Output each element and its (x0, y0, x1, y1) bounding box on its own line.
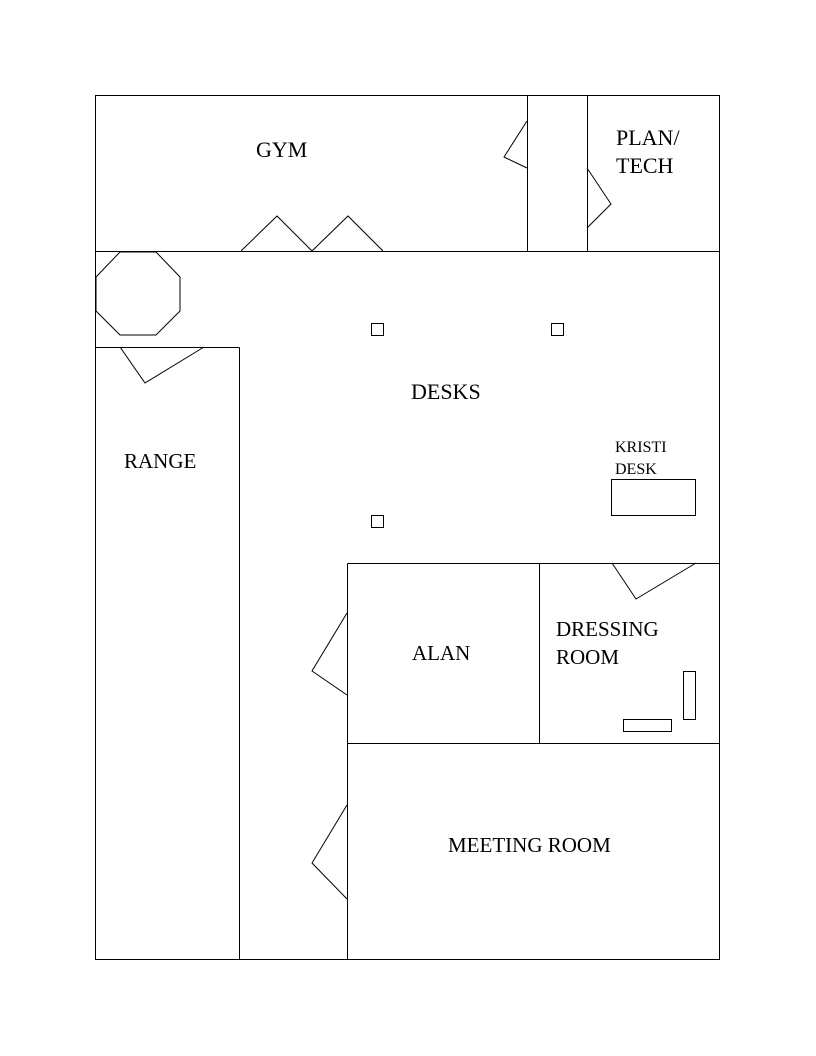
range-door (119, 346, 205, 384)
meeting-room-door (311, 804, 348, 900)
alan-door (311, 612, 348, 696)
desks-label: DESKS (411, 379, 481, 404)
plan-tech-label-line2: TECH (616, 153, 674, 178)
dressing-room-door (611, 562, 697, 600)
meeting-room-label: MEETING ROOM (448, 833, 611, 857)
plan-tech-door (586, 167, 612, 229)
octagon-fixture (95, 251, 181, 336)
dressing-room-label-line2: ROOM (556, 645, 619, 669)
gym-door-left (240, 215, 313, 252)
column-3 (371, 515, 384, 528)
dressing-room-bench-horizontal (623, 719, 672, 732)
kristi-desk-label-line2: DESK (615, 461, 657, 478)
building-outline (95, 95, 720, 960)
range-label: RANGE (124, 449, 196, 473)
dressing-room-bench-vertical (683, 671, 696, 720)
gym-east-door (503, 120, 528, 169)
dressing-room-label-line1: DRESSING (556, 617, 659, 641)
plan-tech-label-line1: PLAN/ (616, 125, 680, 150)
column-2 (551, 323, 564, 336)
gym-door-right (311, 215, 384, 252)
kristi-desk (611, 479, 696, 516)
alan-label: ALAN (412, 641, 470, 665)
column-1 (371, 323, 384, 336)
kristi-desk-label-line1: KRISTI (615, 439, 667, 456)
gym-label: GYM (256, 137, 307, 162)
